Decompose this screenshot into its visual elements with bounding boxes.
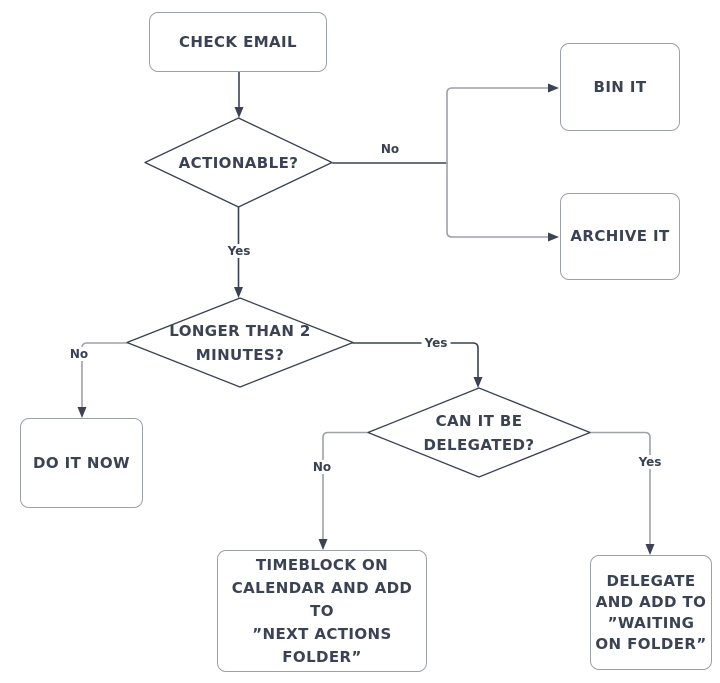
node-archive-it: ARCHIVE IT — [560, 193, 680, 280]
delegated-diamond-shape — [367, 387, 591, 478]
node-delegate-line: AND ADD TO — [595, 592, 707, 611]
node-bin-it: BIN IT — [560, 43, 680, 131]
arrowhead-delegated — [473, 377, 483, 388]
edge-label-actionable-no: No — [377, 142, 403, 156]
node-delegate-line: ON FOLDER” — [595, 634, 707, 653]
node-do-it-now-label: DO IT NOW — [33, 453, 130, 472]
longer-diamond-shape — [126, 297, 354, 388]
edge-delegated-no — [322, 431, 369, 540]
arrowhead-do-it-now — [77, 407, 87, 418]
arrowhead-longer — [234, 287, 243, 298]
node-archive-it-label: ARCHIVE IT — [570, 227, 670, 245]
node-delegate-line: ”WAITING — [607, 613, 695, 632]
edge-label-delegated-no: No — [309, 460, 335, 474]
node-timeblock-line: TIMEBLOCK ON — [255, 555, 389, 574]
edge-actionable-no-to-archive-it — [446, 162, 549, 238]
node-do-it-now: DO IT NOW — [20, 418, 143, 508]
node-timeblock-line: ”NEXT ACTIONS — [252, 624, 392, 643]
node-delegate-line: DELEGATE — [606, 571, 696, 590]
arrowhead-actionable — [234, 107, 244, 118]
node-timeblock-line: CALENDAR AND ADD TO — [231, 578, 413, 620]
node-check-email-label: CHECK EMAIL — [179, 32, 297, 51]
node-timeblock-next-actions: TIMEBLOCK ON CALENDAR AND ADD TO ”NEXT A… — [217, 550, 427, 672]
arrowhead-timeblock — [318, 539, 328, 550]
edge-label-longer-yes: Yes — [421, 336, 451, 350]
edge-label-longer-no: No — [66, 347, 92, 361]
node-check-email: CHECK EMAIL — [149, 12, 327, 72]
edge-longer-yes — [352, 342, 479, 378]
edge-actionable-no-to-bin-it — [446, 87, 549, 164]
edge-delegated-yes — [589, 431, 651, 545]
node-delegate-waiting: DELEGATE AND ADD TO ”WAITING ON FOLDER” — [590, 555, 712, 670]
arrowhead-delegate — [645, 544, 655, 555]
node-bin-it-label: BIN IT — [593, 77, 647, 96]
actionable-diamond-shape — [144, 117, 333, 208]
edge-label-delegated-yes: Yes — [635, 455, 665, 469]
node-timeblock-line: FOLDER” — [282, 647, 362, 666]
edge-label-actionable-yes: Yes — [224, 244, 254, 258]
arrowhead-bin-it — [548, 83, 559, 93]
arrowhead-archive-it — [548, 232, 559, 242]
